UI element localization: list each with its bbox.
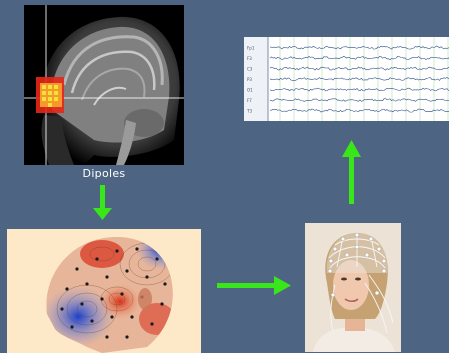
arrow-up-icon — [342, 140, 361, 204]
arrow-right-icon — [217, 276, 291, 295]
arrow-down-icon — [93, 185, 112, 220]
